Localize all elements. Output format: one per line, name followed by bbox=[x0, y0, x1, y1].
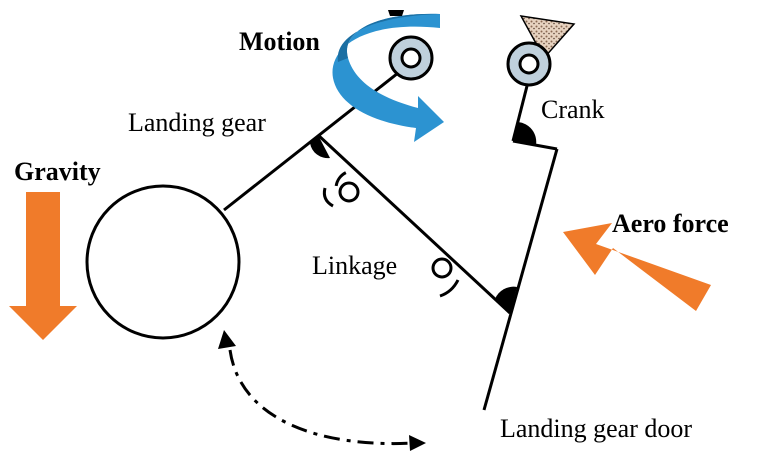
linkage-lower-pivot bbox=[431, 257, 453, 279]
gravity-label: Gravity bbox=[14, 157, 101, 186]
gravity-arrow bbox=[9, 192, 77, 340]
gear-angle-marker bbox=[310, 135, 330, 159]
crank-angle-marker bbox=[513, 122, 537, 145]
crank-ground-mount bbox=[519, 15, 576, 60]
linkage-upper-bracket bbox=[334, 171, 347, 187]
aero-force-label: Aero force bbox=[612, 209, 729, 238]
crank-arm bbox=[511, 85, 529, 142]
linkage-upper-pivot bbox=[338, 181, 360, 203]
motion-arrow bbox=[332, 10, 444, 143]
motion-label: Motion bbox=[239, 27, 320, 56]
linkage-arm bbox=[316, 133, 512, 315]
landing-gear-label: Landing gear bbox=[128, 108, 266, 137]
crank-label: Crank bbox=[541, 95, 605, 124]
wheel bbox=[85, 184, 241, 340]
linkage-lower-bracket bbox=[439, 279, 460, 298]
swing-path bbox=[228, 349, 415, 446]
landing-gear-door-label: Landing gear door bbox=[500, 414, 692, 443]
linkage-label: Linkage bbox=[312, 251, 397, 280]
aero-force-arrow bbox=[563, 223, 711, 311]
landing-gear-door bbox=[482, 148, 559, 411]
